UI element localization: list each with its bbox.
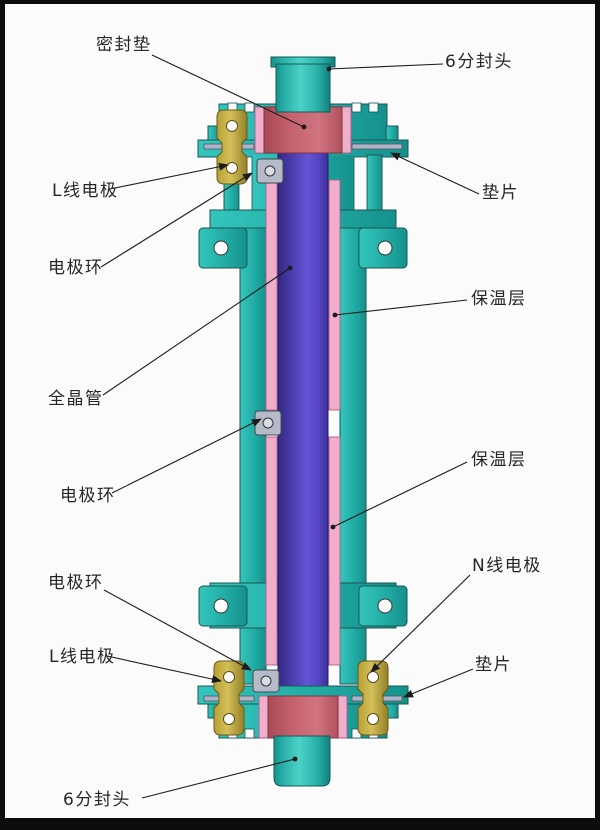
leader-ring-middle — [111, 418, 262, 494]
leader-insulation-upper — [332, 299, 468, 318]
leader-seal-gasket — [151, 54, 307, 130]
leader-ring-bottom — [103, 589, 252, 671]
label-seal-gasket: 密封垫 — [96, 35, 152, 55]
label-head-top: 6分封头 — [445, 52, 513, 72]
leader-washer-bottom — [403, 668, 474, 698]
label-washer-bottom: 垫片 — [475, 655, 512, 675]
leader-washer-top — [390, 152, 480, 195]
insulation-strip — [328, 436, 341, 666]
label-electrode-ring-middle: 电极环 — [60, 486, 116, 506]
insulation-strip — [328, 179, 341, 411]
mount-holes — [213, 240, 393, 614]
top-pipe — [270, 56, 336, 113]
electrode-ring — [252, 669, 280, 693]
label-washer-top: 垫片 — [482, 183, 519, 203]
mounting-tabs — [198, 227, 408, 627]
leader-head-bottom — [141, 756, 298, 799]
label-l-wire-electrode-bottom: L线电极 — [49, 647, 116, 667]
leader-l-electrode-bot — [106, 655, 222, 683]
label-n-wire-electrode: N线电极 — [472, 556, 542, 576]
electrode-ring — [256, 158, 284, 184]
heating-tube — [277, 147, 329, 699]
housing-slot-right — [353, 156, 368, 211]
washer-strip-top-right — [351, 143, 403, 150]
leader-l-electrode-top — [109, 162, 229, 190]
leader-n-electrode — [370, 574, 471, 673]
n-electrode-tab-bottom — [357, 660, 389, 736]
leader-head-top — [326, 63, 444, 72]
seal-gasket-top — [254, 106, 352, 154]
label-electrode-ring-bottom: 电极环 — [48, 573, 104, 593]
l-electrode-tab-top — [216, 109, 248, 185]
seal-gasket-bottom — [258, 695, 348, 739]
cap-notches — [227, 102, 379, 113]
leader-ring-top — [100, 172, 253, 268]
label-crystal-tube: 全晶管 — [48, 389, 104, 409]
insulation-strip — [265, 436, 278, 666]
leader-lines — [100, 54, 480, 799]
bottom-pipe — [273, 735, 331, 787]
label-insulation-upper: 保温层 — [471, 289, 527, 309]
insulation-strips — [265, 179, 341, 666]
electrode-rings — [252, 158, 284, 693]
label-insulation-lower: 保温层 — [471, 450, 527, 470]
brass-electrodes — [213, 109, 389, 736]
electrode-ring — [254, 410, 282, 436]
leader-insulation-lower — [330, 461, 468, 530]
l-electrode-tab-bottom — [213, 660, 245, 736]
label-electrode-ring-top: 电极环 — [48, 258, 104, 278]
label-head-bottom: 6分封头 — [63, 790, 131, 810]
insulation-strip — [265, 179, 278, 411]
leader-crystal-tube — [102, 265, 293, 396]
label-l-wire-electrode-top: L线电极 — [52, 181, 119, 201]
